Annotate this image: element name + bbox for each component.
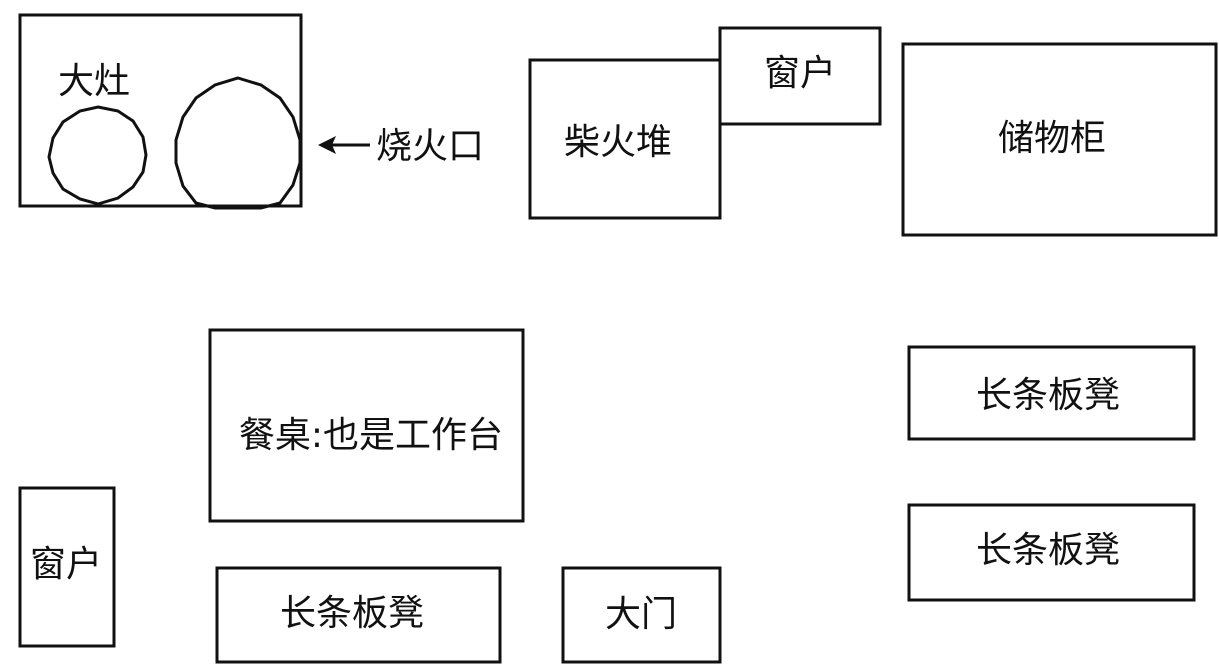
window-left-box [18, 486, 116, 648]
window-left-label: 窗户 [29, 544, 103, 585]
window-top-label: 窗户 [763, 53, 837, 94]
bench-right-top-box [907, 345, 1196, 441]
dining-table-label: 餐桌:也是工作台 [238, 415, 504, 456]
fire-opening-label: 烧火口 [376, 126, 485, 167]
storage-cabinet-box [901, 42, 1218, 237]
dining-table-box [208, 328, 525, 523]
storage-cabinet-label: 储物柜 [997, 118, 1107, 159]
small-burner [47, 105, 148, 206]
stove-box [18, 13, 303, 208]
main-door-label: 大门 [604, 594, 678, 635]
bench-right-bottom-label: 长条板凳 [975, 530, 1121, 571]
bench-right-top-label: 长条板凳 [975, 375, 1121, 416]
fire-opening-arrow [318, 136, 370, 154]
stove-label: 大灶 [58, 61, 131, 102]
firewood-pile-label: 柴火堆 [563, 122, 673, 163]
large-burner [174, 76, 302, 210]
bench-bottom-box [215, 566, 502, 664]
bench-right-bottom-box [907, 503, 1196, 602]
main-door-box [561, 566, 722, 664]
firewood-pile-box [528, 58, 722, 220]
window-top-box [718, 26, 882, 126]
bench-bottom-label: 长条板凳 [279, 593, 425, 634]
